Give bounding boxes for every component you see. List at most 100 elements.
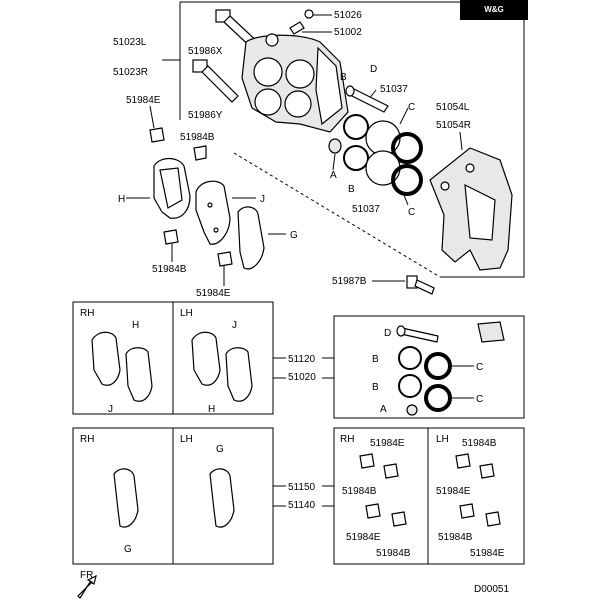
- clip-51984E-mid: [217, 251, 233, 267]
- brake-pad-J: [195, 180, 231, 245]
- callout-51150: 51150: [288, 482, 316, 493]
- clip-lh-3: [459, 503, 475, 519]
- caliper-body: [241, 33, 349, 133]
- shim-kit-lh-label: LH: [180, 434, 193, 445]
- brand-logo: W&G: [460, 0, 528, 20]
- clip-51984B-top: [193, 145, 207, 161]
- callout-51020: 51020: [288, 372, 316, 383]
- callout-51002: 51002: [334, 27, 362, 38]
- letter-H-top: H: [118, 194, 125, 205]
- clip-lh-2: [479, 463, 495, 479]
- letter-G-top: G: [290, 230, 298, 241]
- clip-lh-1: [455, 453, 471, 469]
- callout-51023L: 51023L: [113, 37, 147, 48]
- clip-rh-51984E-top: 51984E: [370, 438, 405, 449]
- cap-A: [328, 138, 342, 154]
- diagram-code: D00051: [474, 584, 509, 595]
- callout-51140: 51140: [288, 500, 316, 511]
- clip-lh-51984E-top: 51984E: [436, 486, 471, 497]
- callout-51984B-top: 51984B: [180, 132, 215, 143]
- pad-kit-lh-J: J: [232, 320, 237, 331]
- fr-arrow-icon: [77, 574, 97, 599]
- clip-rh-51984E-bot: 51984E: [346, 532, 381, 543]
- callout-51984E-top: 51984E: [126, 95, 161, 106]
- seal-kit-boot-1: [398, 346, 422, 370]
- callout-51023R: 51023R: [113, 67, 148, 78]
- clip-rh-3: [365, 503, 381, 519]
- callout-51120: 51120: [288, 354, 316, 365]
- dust-boot-B-2: [343, 145, 369, 171]
- bleeder-screw-51002: [289, 21, 305, 35]
- letter-D-top: D: [370, 64, 377, 75]
- clip-rh-1: [359, 453, 375, 469]
- shim-G: [237, 206, 265, 270]
- letter-C-top: C: [408, 102, 415, 113]
- seal-kit-B-1: B: [372, 354, 379, 365]
- shim-kit-rh-G: G: [124, 544, 132, 555]
- nut-51026: [304, 9, 314, 19]
- letter-B-mid: B: [348, 184, 355, 195]
- pad-kit-rh-label: RH: [80, 308, 94, 319]
- pad-kit-rh-pad-1: [91, 331, 121, 386]
- callout-51986X: 51986X: [188, 46, 223, 57]
- guide-pin-D: [345, 85, 389, 113]
- shim-kit-rh-label: RH: [80, 434, 94, 445]
- seal-kit-box: [333, 315, 525, 419]
- seal-kit-A: A: [380, 404, 387, 415]
- seal-kit-boot-2: [398, 374, 422, 398]
- frame-dashed-line: [233, 152, 441, 278]
- seal-kit-D: D: [384, 328, 391, 339]
- shim-kit-rh-shim: [113, 468, 139, 528]
- callout-51026: 51026: [334, 10, 362, 21]
- pad-kit-rh-H: H: [132, 320, 139, 331]
- seal-kit-grease: [477, 321, 505, 343]
- callout-51987B: 51987B: [332, 276, 367, 287]
- seal-kit-seal-1: [424, 352, 452, 380]
- clip-51984B-mid: [163, 229, 179, 245]
- seal-kit-B-2: B: [372, 382, 379, 393]
- clip-lh-4: [485, 511, 501, 527]
- seal-kit-seal-2: [424, 384, 452, 412]
- shim-kit-lh-G: G: [216, 444, 224, 455]
- callout-51054L: 51054L: [436, 102, 470, 113]
- shim-51984E-top: [149, 127, 165, 143]
- callout-51984B-mid: 51984B: [152, 264, 187, 275]
- callout-51984E-mid: 51984E: [196, 288, 231, 299]
- bolt-51987B: [406, 275, 435, 295]
- pad-kit-lh-label: LH: [180, 308, 193, 319]
- clip-rh-51984B-bot: 51984B: [376, 548, 411, 559]
- callout-51037-top: 51037: [380, 84, 408, 95]
- seal-kit-C-2: C: [476, 394, 483, 405]
- dust-boot-B-1: [343, 114, 369, 140]
- shim-kit-lh-shim: [209, 468, 235, 528]
- clip-rh-2: [383, 463, 399, 479]
- seal-C-1: [391, 132, 423, 164]
- seal-kit-cap: [406, 404, 418, 416]
- letter-C-mid: C: [408, 207, 415, 218]
- fr-label: FR: [80, 570, 93, 581]
- clip-lh-51984B-top: 51984B: [462, 438, 497, 449]
- clip-kit-box: [333, 427, 525, 565]
- clip-kit-lh-label: LH: [436, 434, 449, 445]
- letter-A-top: A: [330, 170, 337, 181]
- callout-51054R: 51054R: [436, 120, 471, 131]
- seal-C-2: [391, 164, 423, 196]
- caliper-frame: [180, 1, 525, 278]
- letter-J-top: J: [260, 194, 265, 205]
- clip-lh-51984B-bot: 51984B: [438, 532, 473, 543]
- callout-51037-bot: 51037: [352, 204, 380, 215]
- callout-51986Y: 51986Y: [188, 110, 223, 121]
- clip-lh-51984E-bot: 51984E: [470, 548, 505, 559]
- seal-kit-pin: [400, 327, 439, 343]
- pad-kit-rh-pad-2: [125, 347, 153, 402]
- pad-kit-lh-pad-1: [191, 331, 221, 386]
- bolt-51986Y: [192, 59, 239, 103]
- pad-kit-rh-J: J: [108, 404, 113, 415]
- pad-kit-lh-H: H: [208, 404, 215, 415]
- clip-rh-51984B-top: 51984B: [342, 486, 377, 497]
- letter-B-top: B: [340, 72, 347, 83]
- pad-kit-lh-pad-2: [225, 347, 253, 402]
- clip-rh-4: [391, 511, 407, 527]
- seal-kit-C-1: C: [476, 362, 483, 373]
